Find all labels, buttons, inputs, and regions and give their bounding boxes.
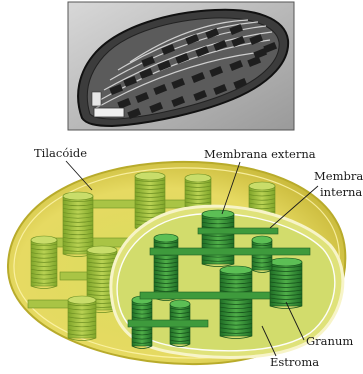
thylakoid-stack-1 [63,192,93,257]
label-tilacoide-text: Tilacóide [34,146,87,160]
granum-stack-2 [154,234,178,301]
label-estroma-text: Estroma [270,355,319,369]
thylakoid-stack-2 [31,236,57,289]
thylakoid-stack-5 [68,296,96,341]
electron-micrograph [68,2,294,130]
granum-stack-3 [220,266,252,339]
label-membrana-interna-line1: Membrana [314,169,363,183]
label-granum-text: Granum [306,334,353,348]
granum-stack-4 [270,258,302,309]
label-membrana-externa-text: Membrana externa [204,147,316,161]
chloroplast-illustration [8,162,345,364]
granum-stack-1 [202,210,234,267]
label-membrana-interna-line2: interna [320,185,362,199]
